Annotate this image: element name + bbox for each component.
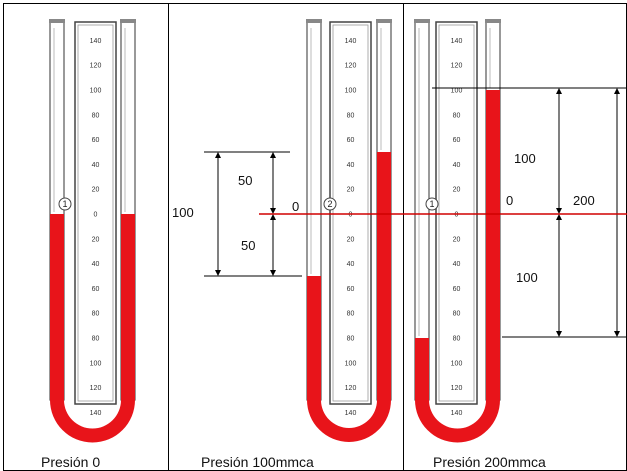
scale-tick-label: 0 [94, 212, 98, 219]
scale-tick-label: 100 [90, 360, 102, 367]
scale-tick-label: 20 [347, 236, 355, 243]
scale-tick-label: 120 [90, 63, 102, 70]
tube-cap [306, 19, 322, 23]
caption-presion-200: Presión 200mmca [433, 454, 546, 470]
annotation-arrows-presion-100 [215, 152, 276, 276]
scale-tick-label: 60 [453, 137, 461, 144]
scale-tick-label: 60 [92, 137, 100, 144]
scale-tick-label: 80 [453, 336, 461, 343]
scale-tick-label: 40 [347, 162, 355, 169]
annotation-lines-presion-200 [432, 87, 627, 338]
marker-circle [323, 197, 337, 211]
caption-presion-0: Presión 0 [41, 454, 101, 470]
scale-tick-label: 120 [345, 385, 357, 392]
label-zero-200: 0 [506, 193, 514, 208]
tube-cap [376, 19, 392, 23]
label-upper-100: 100 [514, 151, 536, 166]
label-total-100: 100 [172, 205, 194, 220]
scale-tick-label: 100 [451, 360, 463, 367]
scale-board [329, 21, 372, 405]
scale-tick-label: 120 [345, 63, 357, 70]
scale-tick-label: 140 [90, 410, 102, 417]
label-lower-100: 100 [516, 270, 538, 285]
scale-tick-label: 20 [92, 187, 100, 194]
manometer-presion-100: 140 120 100 80 60 40 20 0 20 40 60 80 80 100 120 140 2 [306, 19, 392, 442]
annotation-lines-presion-100 [204, 151, 302, 277]
scale-tick-label: 140 [345, 410, 357, 417]
liquid-column [307, 152, 391, 442]
scale-tick-label: 140 [451, 38, 463, 45]
scale-tick-label: 120 [90, 385, 102, 392]
caption-presion-100: Presión 100mmca [201, 454, 314, 470]
tube-cap [120, 19, 136, 23]
scale-tick-label: 60 [92, 286, 100, 293]
scale-tick-label: 120 [451, 385, 463, 392]
scale-tick-label: 80 [92, 336, 100, 343]
tube-cap [414, 19, 430, 23]
scale-tick-label: 40 [453, 162, 461, 169]
scale-tick-label: 140 [90, 38, 102, 45]
scale-tick-label: 0 [349, 212, 353, 219]
label-lower-50: 50 [241, 238, 256, 253]
scale-tick-label: 120 [451, 63, 463, 70]
tube-cap [485, 19, 501, 23]
label-zero-100: 0 [292, 199, 300, 214]
scale-tick-label: 100 [345, 360, 357, 367]
liquid-column [415, 90, 500, 443]
scale-board [435, 21, 478, 405]
scale-tick-label: 80 [92, 112, 100, 119]
scale-tick-label: 80 [347, 311, 355, 318]
manometer-presion-0: 140 120 100 80 60 40 20 0 20 40 60 80 80 100 120 140 1 [49, 19, 136, 443]
scale-tick-label: 60 [347, 137, 355, 144]
manometer-presion-200: 140 120 100 80 60 40 20 0 20 40 60 80 80 100 120 140 1 [414, 19, 501, 443]
scale-tick-label: 40 [347, 261, 355, 268]
annotation-arrows-presion-200 [556, 88, 620, 337]
scale-tick-label: 140 [451, 410, 463, 417]
scale-tick-label: 80 [347, 112, 355, 119]
scale-tick-label: 20 [453, 236, 461, 243]
scale-tick-label: 60 [347, 286, 355, 293]
scale-tick-label: 100 [90, 88, 102, 95]
label-upper-50: 50 [238, 173, 253, 188]
tube-cap [49, 19, 65, 23]
marker-label: 2 [327, 199, 332, 209]
scale-tick-label: 60 [453, 286, 461, 293]
scale-tick-label: 100 [345, 88, 357, 95]
scale-tick-label: 80 [453, 311, 461, 318]
scale-tick-label: 140 [345, 38, 357, 45]
scale-tick-label: 0 [455, 212, 459, 219]
scale-tick-label: 80 [347, 336, 355, 343]
scale-tick-label: 80 [92, 311, 100, 318]
liquid-column [50, 214, 135, 443]
scale-tick-label: 20 [92, 236, 100, 243]
marker-circle [58, 197, 72, 211]
scale-tick-label: 20 [453, 187, 461, 194]
scale-board [74, 21, 117, 405]
scale-tick-label: 80 [453, 112, 461, 119]
scale-tick-label: 40 [453, 261, 461, 268]
marker-label: 1 [62, 199, 67, 209]
scale-tick-label: 20 [347, 187, 355, 194]
scale-tick-label: 40 [92, 261, 100, 268]
scale-tick-label: 100 [451, 88, 463, 95]
scale-tick-label: 40 [92, 162, 100, 169]
marker-circle [425, 197, 439, 211]
label-total-200: 200 [573, 193, 595, 208]
marker-label: 1 [429, 199, 434, 209]
